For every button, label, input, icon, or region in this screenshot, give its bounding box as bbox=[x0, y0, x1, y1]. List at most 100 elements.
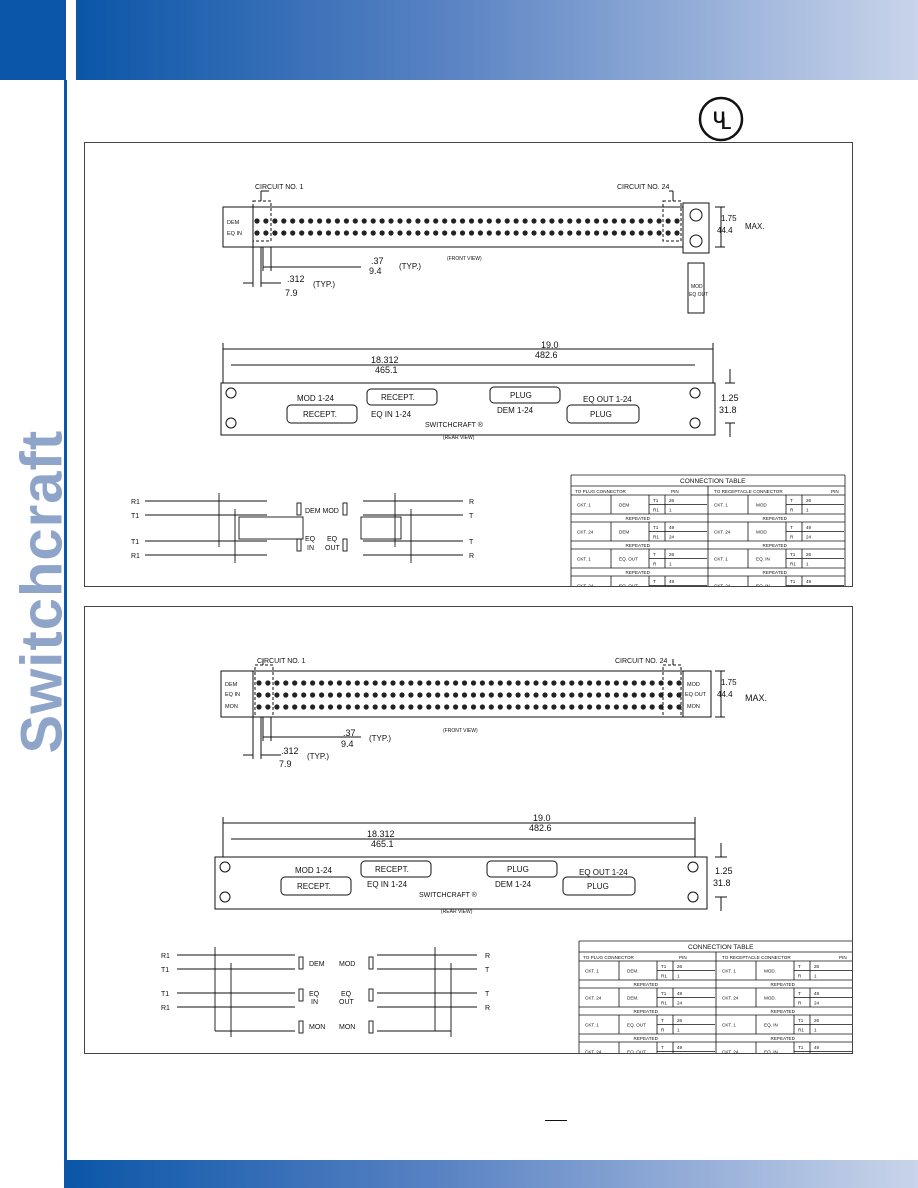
jack bbox=[426, 680, 432, 686]
table-cell-signal: EQ. OUT bbox=[619, 557, 638, 562]
jack bbox=[379, 218, 385, 224]
jack bbox=[479, 680, 485, 686]
jack bbox=[372, 692, 378, 698]
sidebar-rule bbox=[64, 80, 67, 1188]
jack bbox=[477, 218, 483, 224]
jack bbox=[542, 680, 548, 686]
table-cell-pin: 24 bbox=[806, 535, 812, 540]
table-cell-signal: EQ. IN bbox=[764, 1050, 778, 1054]
jack bbox=[363, 680, 369, 686]
jack bbox=[676, 692, 682, 698]
jack bbox=[361, 230, 367, 236]
sch-mon2: MON bbox=[339, 1024, 355, 1031]
rear-height-in: 1.25 bbox=[715, 866, 733, 876]
jack bbox=[658, 704, 664, 710]
jack bbox=[444, 680, 450, 686]
table-cell-pin: 26 bbox=[806, 498, 812, 503]
jack-field bbox=[256, 680, 682, 710]
table-cell-ckt: CKT. 24 bbox=[585, 1050, 602, 1054]
height-mm: 44.4 bbox=[717, 226, 733, 235]
table-cell-signal: MOD bbox=[756, 530, 767, 535]
jack bbox=[578, 692, 584, 698]
sidebar-top-block bbox=[0, 0, 66, 80]
table-cell-ckt: CKT. 24 bbox=[714, 584, 731, 587]
jack bbox=[470, 692, 477, 698]
offset-typ: (TYP.) bbox=[307, 752, 329, 761]
circuit-first-label: CIRCUIT NO. 1 bbox=[257, 658, 306, 665]
jack bbox=[629, 230, 635, 236]
jack bbox=[488, 704, 494, 710]
table-cell-ckt: CKT. 24 bbox=[585, 996, 602, 1001]
front-view-caption: (FRONT VIEW) bbox=[443, 728, 478, 734]
table-cell-pin: 49 bbox=[669, 579, 675, 584]
rear-inner-in: 18.312 bbox=[367, 829, 395, 839]
jack bbox=[522, 218, 528, 224]
jack bbox=[497, 680, 503, 686]
table-cell-pin: 1 bbox=[677, 974, 680, 979]
table-repeated: REPEATED bbox=[763, 570, 788, 575]
pitch-in: .37 bbox=[371, 256, 384, 266]
jack bbox=[308, 218, 314, 224]
jack bbox=[256, 680, 262, 686]
offset-typ: (TYP.) bbox=[313, 280, 335, 289]
jack bbox=[542, 704, 548, 710]
sch-left-1: R1 bbox=[131, 499, 140, 506]
jack bbox=[515, 680, 521, 686]
table-cell-signal: EQ. OUT bbox=[627, 1050, 646, 1054]
rear-inner-mm: 465.1 bbox=[375, 365, 398, 375]
jack bbox=[390, 680, 396, 686]
svg-text:U: U bbox=[713, 108, 725, 127]
jack bbox=[310, 704, 316, 710]
jack bbox=[265, 704, 271, 710]
jack bbox=[319, 680, 325, 686]
table-cell-pin: 24 bbox=[669, 535, 675, 540]
table-cell-a: T1 bbox=[653, 525, 659, 530]
circuit-last-label: CIRCUIT NO. 24 bbox=[615, 658, 667, 665]
table-cell-pin: 49 bbox=[677, 991, 683, 996]
table-repeated: REPEATED bbox=[763, 543, 788, 548]
table-cell-a: T bbox=[790, 525, 793, 530]
jack bbox=[292, 704, 298, 710]
offset-in: .312 bbox=[281, 746, 299, 756]
jack bbox=[540, 230, 546, 236]
jack bbox=[433, 230, 439, 236]
jack bbox=[388, 218, 394, 224]
jack bbox=[604, 692, 611, 698]
table-cell-ckt: CKT. 1 bbox=[585, 969, 599, 974]
jack bbox=[352, 218, 358, 224]
jack bbox=[379, 230, 385, 236]
rear-mod: MOD 1-24 bbox=[297, 394, 334, 403]
offset-mm: 7.9 bbox=[285, 288, 298, 298]
jack bbox=[290, 230, 296, 236]
table-cell-b: R bbox=[661, 1028, 665, 1033]
jack bbox=[388, 230, 394, 236]
jack bbox=[656, 218, 662, 224]
row-label-mon: MON bbox=[225, 704, 238, 710]
jack bbox=[301, 704, 307, 710]
sch-right-4: R bbox=[485, 1005, 490, 1012]
jack bbox=[647, 218, 653, 224]
jack bbox=[361, 218, 367, 224]
table-cell-signal: MOD. bbox=[764, 969, 776, 974]
jack bbox=[345, 692, 351, 698]
jack bbox=[631, 692, 637, 698]
left-sidebar bbox=[0, 0, 67, 1188]
jack bbox=[594, 230, 600, 236]
height-mm: 44.4 bbox=[717, 690, 733, 699]
jack bbox=[594, 218, 600, 224]
jack bbox=[426, 704, 432, 710]
rear-recept-1: RECEPT. bbox=[297, 882, 331, 891]
jack bbox=[363, 692, 369, 698]
jack bbox=[513, 218, 519, 224]
jack bbox=[459, 230, 466, 236]
jack bbox=[533, 704, 539, 710]
jack bbox=[417, 704, 423, 710]
table-cell-a: T bbox=[653, 552, 656, 557]
jack bbox=[513, 230, 519, 236]
pitch-mm: 9.4 bbox=[369, 266, 382, 276]
table-cell-ckt: CKT. 1 bbox=[585, 1023, 599, 1028]
right-label-mon: MON bbox=[687, 704, 700, 710]
table-cell-ckt: CKT. 1 bbox=[722, 969, 736, 974]
jack bbox=[531, 230, 537, 236]
jack bbox=[399, 692, 405, 698]
